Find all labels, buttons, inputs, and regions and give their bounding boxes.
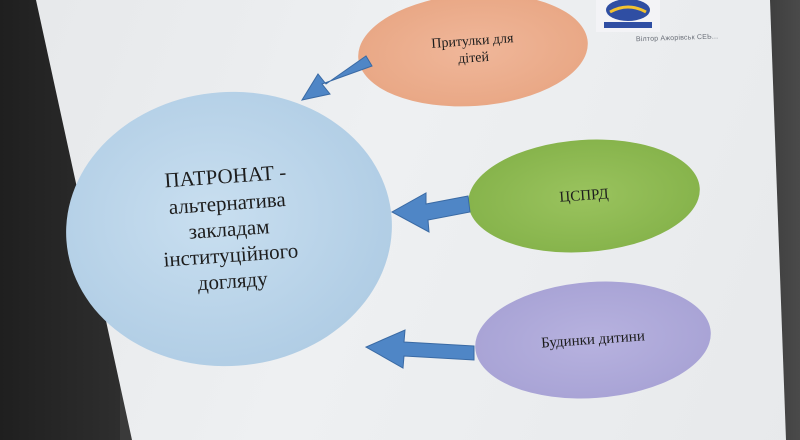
arrow-left-icon xyxy=(300,55,373,101)
arrow-left-icon xyxy=(390,192,471,233)
logo-emblem-icon xyxy=(596,0,660,32)
arrow-left-icon xyxy=(364,329,475,369)
